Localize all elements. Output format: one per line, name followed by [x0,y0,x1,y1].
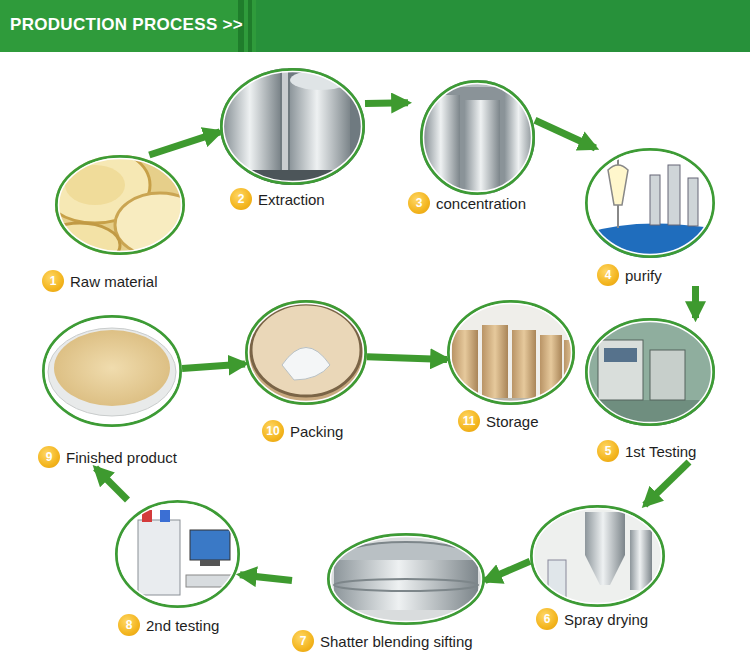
step-circle-inner [119,504,237,605]
step-label: 4 purify [597,264,662,286]
step-label: 9 Finished product [38,446,177,468]
step-label: 8 2nd testing [118,614,219,636]
step-circle [585,148,715,258]
step-circle-border [57,157,184,254]
flow-arrow [365,99,408,107]
step-label: 2 Extraction [230,188,325,210]
step-number: 6 [536,608,558,630]
step-number: 11 [458,410,480,432]
flow-arrow [645,462,689,505]
step-circle-border [247,302,366,404]
process-step: 10 Packing [245,300,367,442]
step-number: 9 [38,446,60,468]
process-step: 8 2nd testing [115,500,240,636]
process-step: 6 Spray drying [530,505,665,630]
step-number: 10 [262,420,284,442]
step-circle-border [449,302,574,404]
process-step: 4 purify [585,148,715,286]
step-circle [42,315,182,427]
step-name: purify [625,267,662,284]
step-number: 1 [42,270,64,292]
step-circle [245,300,367,405]
step-label: 5 1st Testing [597,440,696,462]
step-number: 5 [597,440,619,462]
step-circle [585,318,715,426]
step-number: 2 [230,188,252,210]
step-circle-inner [534,509,662,604]
step-circle-inner [224,72,362,182]
process-step: 9 Finished product [38,315,182,468]
flow-arrow [96,468,128,500]
step-number: 4 [597,264,619,286]
step-number: 3 [408,192,430,214]
step-name: Extraction [258,191,325,208]
step-circle-inner [249,304,364,402]
step-name: Spray drying [564,611,648,628]
step-circle-border [587,150,714,257]
step-circle [115,500,240,608]
step-name: Finished product [66,449,177,466]
step-circle [447,300,575,405]
step-circle-inner [424,84,532,192]
step-circle [530,505,665,607]
flow-arrow [485,561,530,580]
step-label: 10 Packing [262,420,343,442]
step-name: 1st Testing [625,443,696,460]
step-name: Storage [486,413,539,430]
process-step: 1 Raw material [42,155,185,292]
process-step: 3 concentration [408,80,535,214]
process-step: 5 1st Testing [585,318,715,462]
step-name: Packing [290,423,343,440]
step-circle-border [422,82,534,194]
step-circle-border [222,70,364,184]
step-circle-border [532,507,664,606]
page-title: PRODUCTION PROCESS >> [10,15,243,35]
flow-arrow [367,357,447,360]
step-label: 7 Shatter blending sifting [292,630,473,652]
step-name: Raw material [70,273,158,290]
step-circle-border [329,535,484,624]
step-number: 8 [118,614,140,636]
step-label: 3 concentration [408,192,526,214]
step-number: 7 [292,630,314,652]
step-circle-inner [589,322,712,423]
step-circle-inner [589,152,712,255]
flow-arrow [535,120,595,148]
step-label: 1 Raw material [42,270,158,292]
step-name: concentration [436,195,526,212]
step-circle-border [117,502,239,607]
step-circle-inner [331,537,482,622]
flow-arrow [692,286,699,318]
step-circle [327,533,485,625]
process-step: 7 Shatter blending sifting [292,533,485,652]
step-circle-inner [451,304,572,402]
step-circle-inner [46,319,179,424]
step-circle [55,155,185,255]
step-name: Shatter blending sifting [320,633,473,650]
step-circle [220,68,365,185]
step-label: 11 Storage [458,410,539,432]
flow-arrow [182,364,245,369]
step-label: 6 Spray drying [536,608,648,630]
process-step: 11 Storage [447,300,575,432]
step-circle-border [587,320,714,425]
step-circle [420,80,535,195]
step-circle-inner [59,159,182,252]
flow-arrow [149,132,220,155]
step-name: 2nd testing [146,617,219,634]
flow-arrow [240,575,292,581]
step-circle-border [44,317,181,426]
process-step: 2 Extraction [220,68,365,210]
